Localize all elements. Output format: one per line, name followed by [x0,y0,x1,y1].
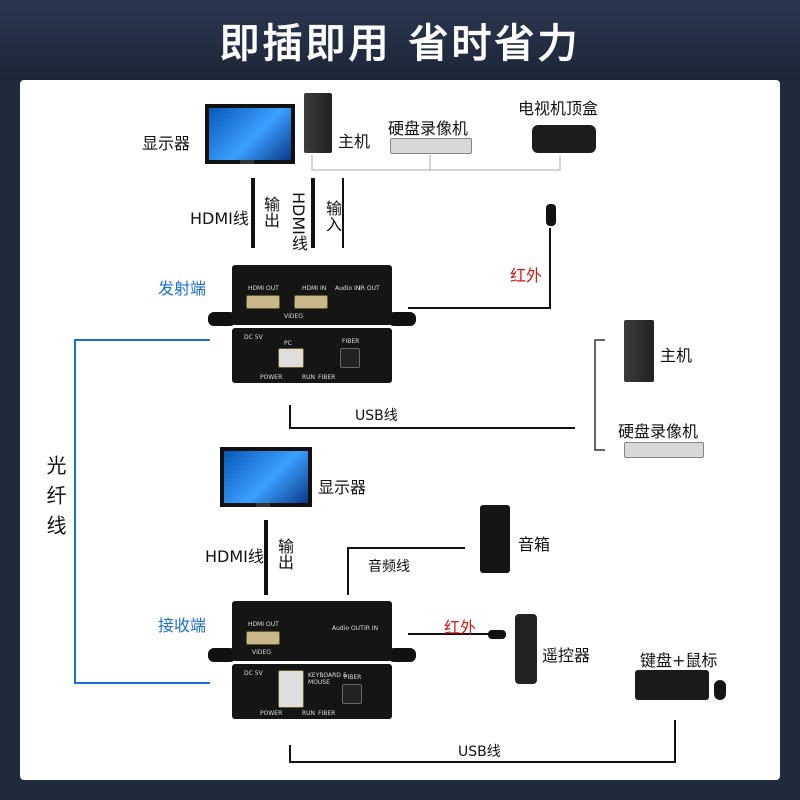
monitor-bottom-stand [256,503,270,507]
rx-fiber-label: FIBER [344,674,362,681]
host-tower-top [304,93,332,153]
settop-box [532,125,596,153]
label-host-right: 主机 [660,346,693,365]
label-settop: 电视机顶盒 [518,99,599,118]
tx-power-label: POWER [260,374,283,381]
tx-hdmi-out-port [246,295,280,309]
tx-dc-label: DC 5V [244,334,263,341]
speaker [480,505,510,573]
rx-dc-label: DC 5V [244,670,263,677]
label-input: 输入 [323,200,342,232]
label-hdmi-vertical: HDMI线 [289,192,308,251]
tx-pc-label: PC [284,340,292,347]
top-devices-bus [311,155,561,171]
rx-audio-out-label: Audio OUT [332,625,364,632]
remote-control [515,614,537,684]
receiver-ear-right [388,648,416,662]
label-usb-top: USB线 [355,408,398,424]
tx-usb-port [278,348,304,368]
label-ir-bottom: 红外 [444,618,477,637]
nvr-right [624,442,704,458]
rx-fiber-port [342,684,362,704]
rx-run-label: RUN [302,710,316,717]
fiber-bracket [74,339,210,684]
tx-video-label: VIDEO [284,313,304,320]
label-nvr-right: 硬盘录像机 [618,422,699,441]
right-bracket [594,339,605,451]
tx-hdmi-in-label: HDMI IN [302,285,327,292]
receiver-back: DC 5V KEYBOARD & MOUSE FIBER POWER RUN F… [232,664,392,719]
rx-fiber2-label: FIBER [318,710,336,717]
label-hdmi-bottom: HDMI线 [205,547,264,566]
mouse [714,680,726,700]
label-output-top: 输出 [261,196,280,228]
header-banner: 即插即用 省时省力 [0,0,800,80]
label-monitor-bottom: 显示器 [318,478,367,497]
label-receiver: 接收端 [158,616,207,635]
rx-power-label: POWER [260,710,283,717]
transmitter-front: HDMI OUT HDMI IN Audio IN IR OUT VIDEO [232,265,392,325]
ir-emitter-top [546,204,556,226]
monitor-top-screen [205,104,295,164]
rx-video-label: VIDEO [252,649,272,656]
receiver-front: HDMI OUT Audio OUT IR IN VIDEO [232,601,392,661]
ir-receiver-bottom [488,630,506,639]
label-audio-cable: 音频线 [368,559,410,575]
transmitter-ear-left [208,312,236,326]
nvr-top [390,138,472,154]
rx-usb-ports [278,670,304,708]
tx-hdmi-in-port [294,295,328,309]
label-monitor-top: 显示器 [142,134,191,153]
rx-ir-in-label: IR IN [364,625,379,632]
label-kbm: 键盘+鼠标 [640,651,718,670]
usb-top-cable [289,405,575,429]
keyboard [635,670,709,700]
label-nvr-top: 硬盘录像机 [388,119,469,138]
label-remote: 遥控器 [542,646,591,665]
tx-fiber2-label: FIBER [318,374,336,381]
monitor-top-stand [240,160,254,164]
label-ir-top: 红外 [510,266,543,285]
label-transmitter: 发射端 [158,279,207,298]
label-speaker: 音箱 [518,535,551,554]
label-host-top: 主机 [338,132,371,151]
rx-kbm-label: KEYBOARD & MOUSE [308,672,348,686]
label-output-bottom: 输出 [275,538,294,570]
rx-hdmi-out-label: HDMI OUT [248,621,279,628]
tx-audio-in-label: Audio IN [335,285,361,292]
ir-top-cable [408,228,551,309]
tx-ir-out-label: IR OUT [359,285,380,292]
rx-hdmi-out-port [246,631,280,645]
host-tower-right [624,320,654,382]
audio-cable [347,547,465,595]
label-fiber: 光纤线 [43,455,67,545]
label-usb-bottom: USB线 [458,744,501,760]
page-title: 即插即用 省时省力 [219,21,581,67]
tx-hdmi-out-label: HDMI OUT [248,285,279,292]
monitor-bottom-screen [220,447,312,507]
tx-fiber-port [340,348,360,368]
usb-bottom-cable [289,720,676,763]
receiver-ear-left [208,648,236,662]
transmitter-ear-right [388,312,416,326]
label-hdmi-top: HDMI线 [190,209,249,228]
transmitter-back: DC 5V PC FIBER POWER RUN FIBER [232,328,392,383]
tx-run-label: RUN [302,374,316,381]
diagram-panel [20,80,780,780]
tx-fiber-label: FIBER [342,338,360,345]
